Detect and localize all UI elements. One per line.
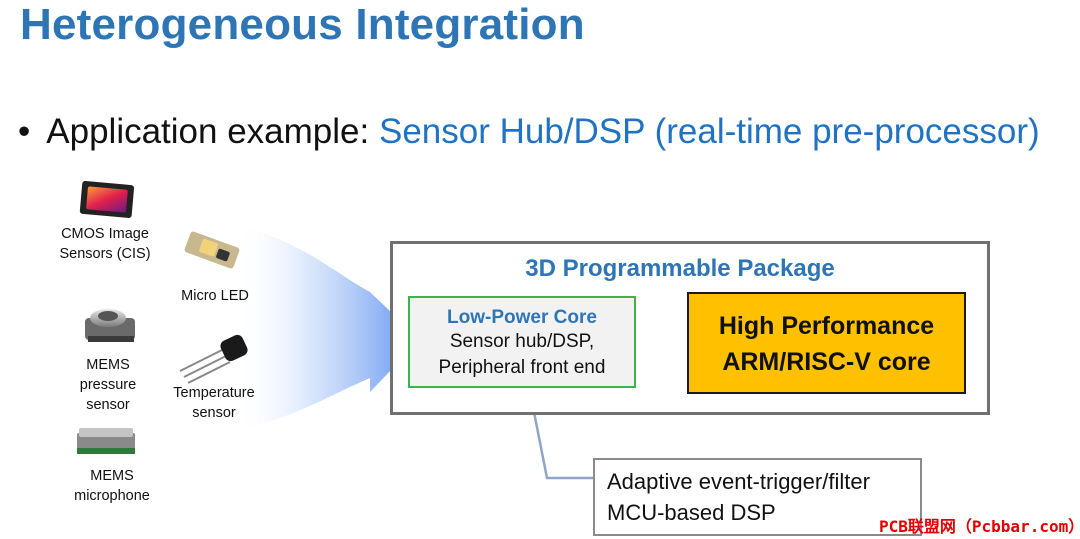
low-power-core-line-1: Sensor hub/DSP, xyxy=(449,331,595,352)
sensor-label-line: sensor xyxy=(86,397,130,413)
sensor-label-line: Temperature xyxy=(173,385,255,401)
mems-microphone-icon xyxy=(77,428,135,454)
pressure-sensor-icon xyxy=(85,309,135,342)
sensor-label-line: Micro LED xyxy=(181,288,249,304)
sensor-label-line: MEMS xyxy=(86,357,130,373)
callout-line-1: Adaptive event-trigger/filter xyxy=(607,469,870,494)
sensor-label-temperature: Temperature sensor xyxy=(164,383,264,423)
high-performance-core-box: High Performance ARM/RISC-V core xyxy=(687,292,966,394)
callout-box: Adaptive event-trigger/filter MCU-based … xyxy=(593,458,922,536)
page-title: Heterogeneous Integration xyxy=(20,0,585,49)
low-power-core-line-2: Peripheral front end xyxy=(438,357,606,378)
sensor-label-line: pressure xyxy=(79,377,137,393)
package-title: 3D Programmable Package xyxy=(525,255,835,282)
sensor-label-pressure: MEMS pressure sensor xyxy=(58,355,158,415)
watermark: PCB联盟网（Pcbbar.com） xyxy=(879,517,1080,536)
sensor-label-line: Sensors (CIS) xyxy=(59,246,151,262)
transistor-icon xyxy=(179,334,248,384)
sensor-label-line: microphone xyxy=(74,488,150,504)
sensor-label-line: CMOS Image xyxy=(61,226,149,242)
high-performance-line-1: High Performance xyxy=(718,312,935,340)
sensor-label-microphone: MEMS microphone xyxy=(62,466,162,506)
callout-connector xyxy=(530,401,593,480)
sensor-label-led: Micro LED xyxy=(165,286,265,306)
bullet-item: • Application example: Sensor Hub/DSP (re… xyxy=(18,112,1040,152)
high-performance-line-2: ARM/RISC-V core xyxy=(722,348,931,376)
sensor-label-cis: CMOS Image Sensors (CIS) xyxy=(55,224,155,264)
low-power-core-box: Low-Power Core Sensor hub/DSP, Periphera… xyxy=(408,296,636,388)
data-flow-arrow xyxy=(235,225,420,430)
bullet-prefix: Application example: xyxy=(46,112,379,151)
callout-line-2: MCU-based DSP xyxy=(607,500,776,525)
sensor-label-line: sensor xyxy=(192,405,236,421)
bullet-dot: • xyxy=(18,112,31,151)
low-power-core-title: Low-Power Core xyxy=(447,307,597,328)
sensor-label-line: MEMS xyxy=(90,468,134,484)
micro-led-icon xyxy=(184,231,240,269)
bullet-accent-text: Sensor Hub/DSP (real-time pre-processor) xyxy=(378,112,1040,151)
image-sensor-chip-icon xyxy=(79,181,135,218)
